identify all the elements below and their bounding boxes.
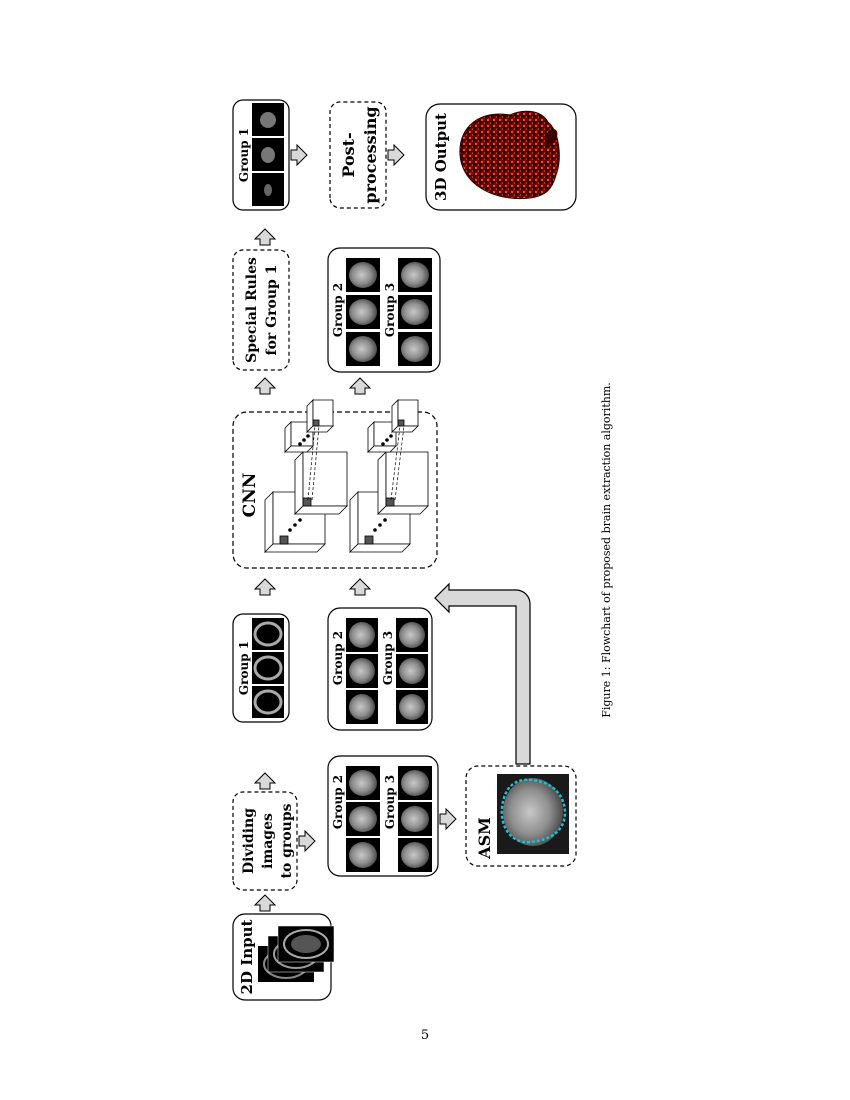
group2-slices-a xyxy=(346,766,380,872)
output-node: 3D Output xyxy=(425,103,577,211)
arrow-special-rules-to-group1 xyxy=(253,228,277,246)
group1-slices-a xyxy=(252,618,284,718)
group1-slices-b xyxy=(252,103,284,206)
groups-block-c: Group 2 Group 3 xyxy=(327,247,441,373)
dividing-node: Dividing images to groups xyxy=(232,791,298,891)
cnn-node: CNN xyxy=(232,399,438,569)
asm-contour xyxy=(500,778,567,844)
group3-label-b: Group 3 xyxy=(381,631,395,685)
figure-caption: Figure 1: Flowchart of proposed brain ex… xyxy=(600,382,613,718)
group3-label-c: Group 3 xyxy=(383,283,397,337)
group3-label-a: Group 3 xyxy=(383,775,397,829)
arrow-group1-to-cnn xyxy=(253,578,277,596)
cnn-feature-maps-upper xyxy=(264,399,348,553)
group1-label-b: Group 1 xyxy=(237,128,251,182)
dividing-label-line2: images xyxy=(260,813,276,869)
input-slices xyxy=(258,925,335,982)
page-number: 5 xyxy=(420,1028,430,1043)
arrow-post-to-output xyxy=(387,143,405,167)
group2-label-b: Group 2 xyxy=(331,631,345,685)
output-label: 3D Output xyxy=(432,113,450,201)
asm-node: ASM xyxy=(465,765,577,867)
dividing-label-line1: Dividing xyxy=(241,808,257,874)
groups-raw-block: Group 2 Group 3 xyxy=(327,755,439,877)
arrow-groups-to-cnn xyxy=(348,578,372,596)
post-processing-node: Post- processing xyxy=(329,101,387,209)
cnn-feature-maps-lower xyxy=(349,399,429,553)
group1-label-a: Group 1 xyxy=(237,641,251,695)
special-rules-node: Special Rules for Group 1 xyxy=(232,249,290,371)
arrow-group1-to-post xyxy=(290,143,308,167)
group1-block-a: Group 1 xyxy=(232,613,290,723)
group1-block-b: Group 1 xyxy=(232,99,290,211)
cnn-links-upper xyxy=(307,425,320,501)
input-label: 2D Input xyxy=(238,919,256,994)
arrow-groups-to-asm xyxy=(439,807,457,831)
group2-slices-c xyxy=(346,258,380,366)
input-node: 2D Input xyxy=(232,913,335,1001)
special-rules-line2: for Group 1 xyxy=(264,265,280,356)
cnn-dots-lower xyxy=(373,434,393,532)
arrow-asm-to-groups xyxy=(434,582,531,765)
group2-slices-b xyxy=(346,618,378,724)
dividing-label-line3: to groups xyxy=(279,803,295,878)
asm-label: ASM xyxy=(475,817,494,860)
arrow-input-to-dividing xyxy=(253,894,277,912)
post-processing-line2: processing xyxy=(361,106,380,203)
group3-slices-a xyxy=(398,766,432,872)
cnn-dots-upper xyxy=(288,434,310,532)
group2-label-c: Group 2 xyxy=(331,283,345,337)
output-brain-render xyxy=(459,110,560,200)
arrow-cnn-to-groups xyxy=(348,377,372,395)
cnn-label: CNN xyxy=(240,473,260,518)
group2-label-a: Group 2 xyxy=(331,775,345,829)
arrow-cnn-to-special-rules xyxy=(253,377,277,395)
group3-slices-c xyxy=(398,258,432,366)
arrow-dividing-to-group1 xyxy=(253,772,277,790)
group3-slices-b xyxy=(396,618,428,724)
arrow-dividing-to-groups xyxy=(298,829,316,853)
cnn-links-lower xyxy=(390,425,405,501)
groups-block-b: Group 2 Group 3 xyxy=(327,607,433,731)
special-rules-line1: Special Rules xyxy=(244,257,260,363)
post-processing-line1: Post- xyxy=(339,132,358,177)
